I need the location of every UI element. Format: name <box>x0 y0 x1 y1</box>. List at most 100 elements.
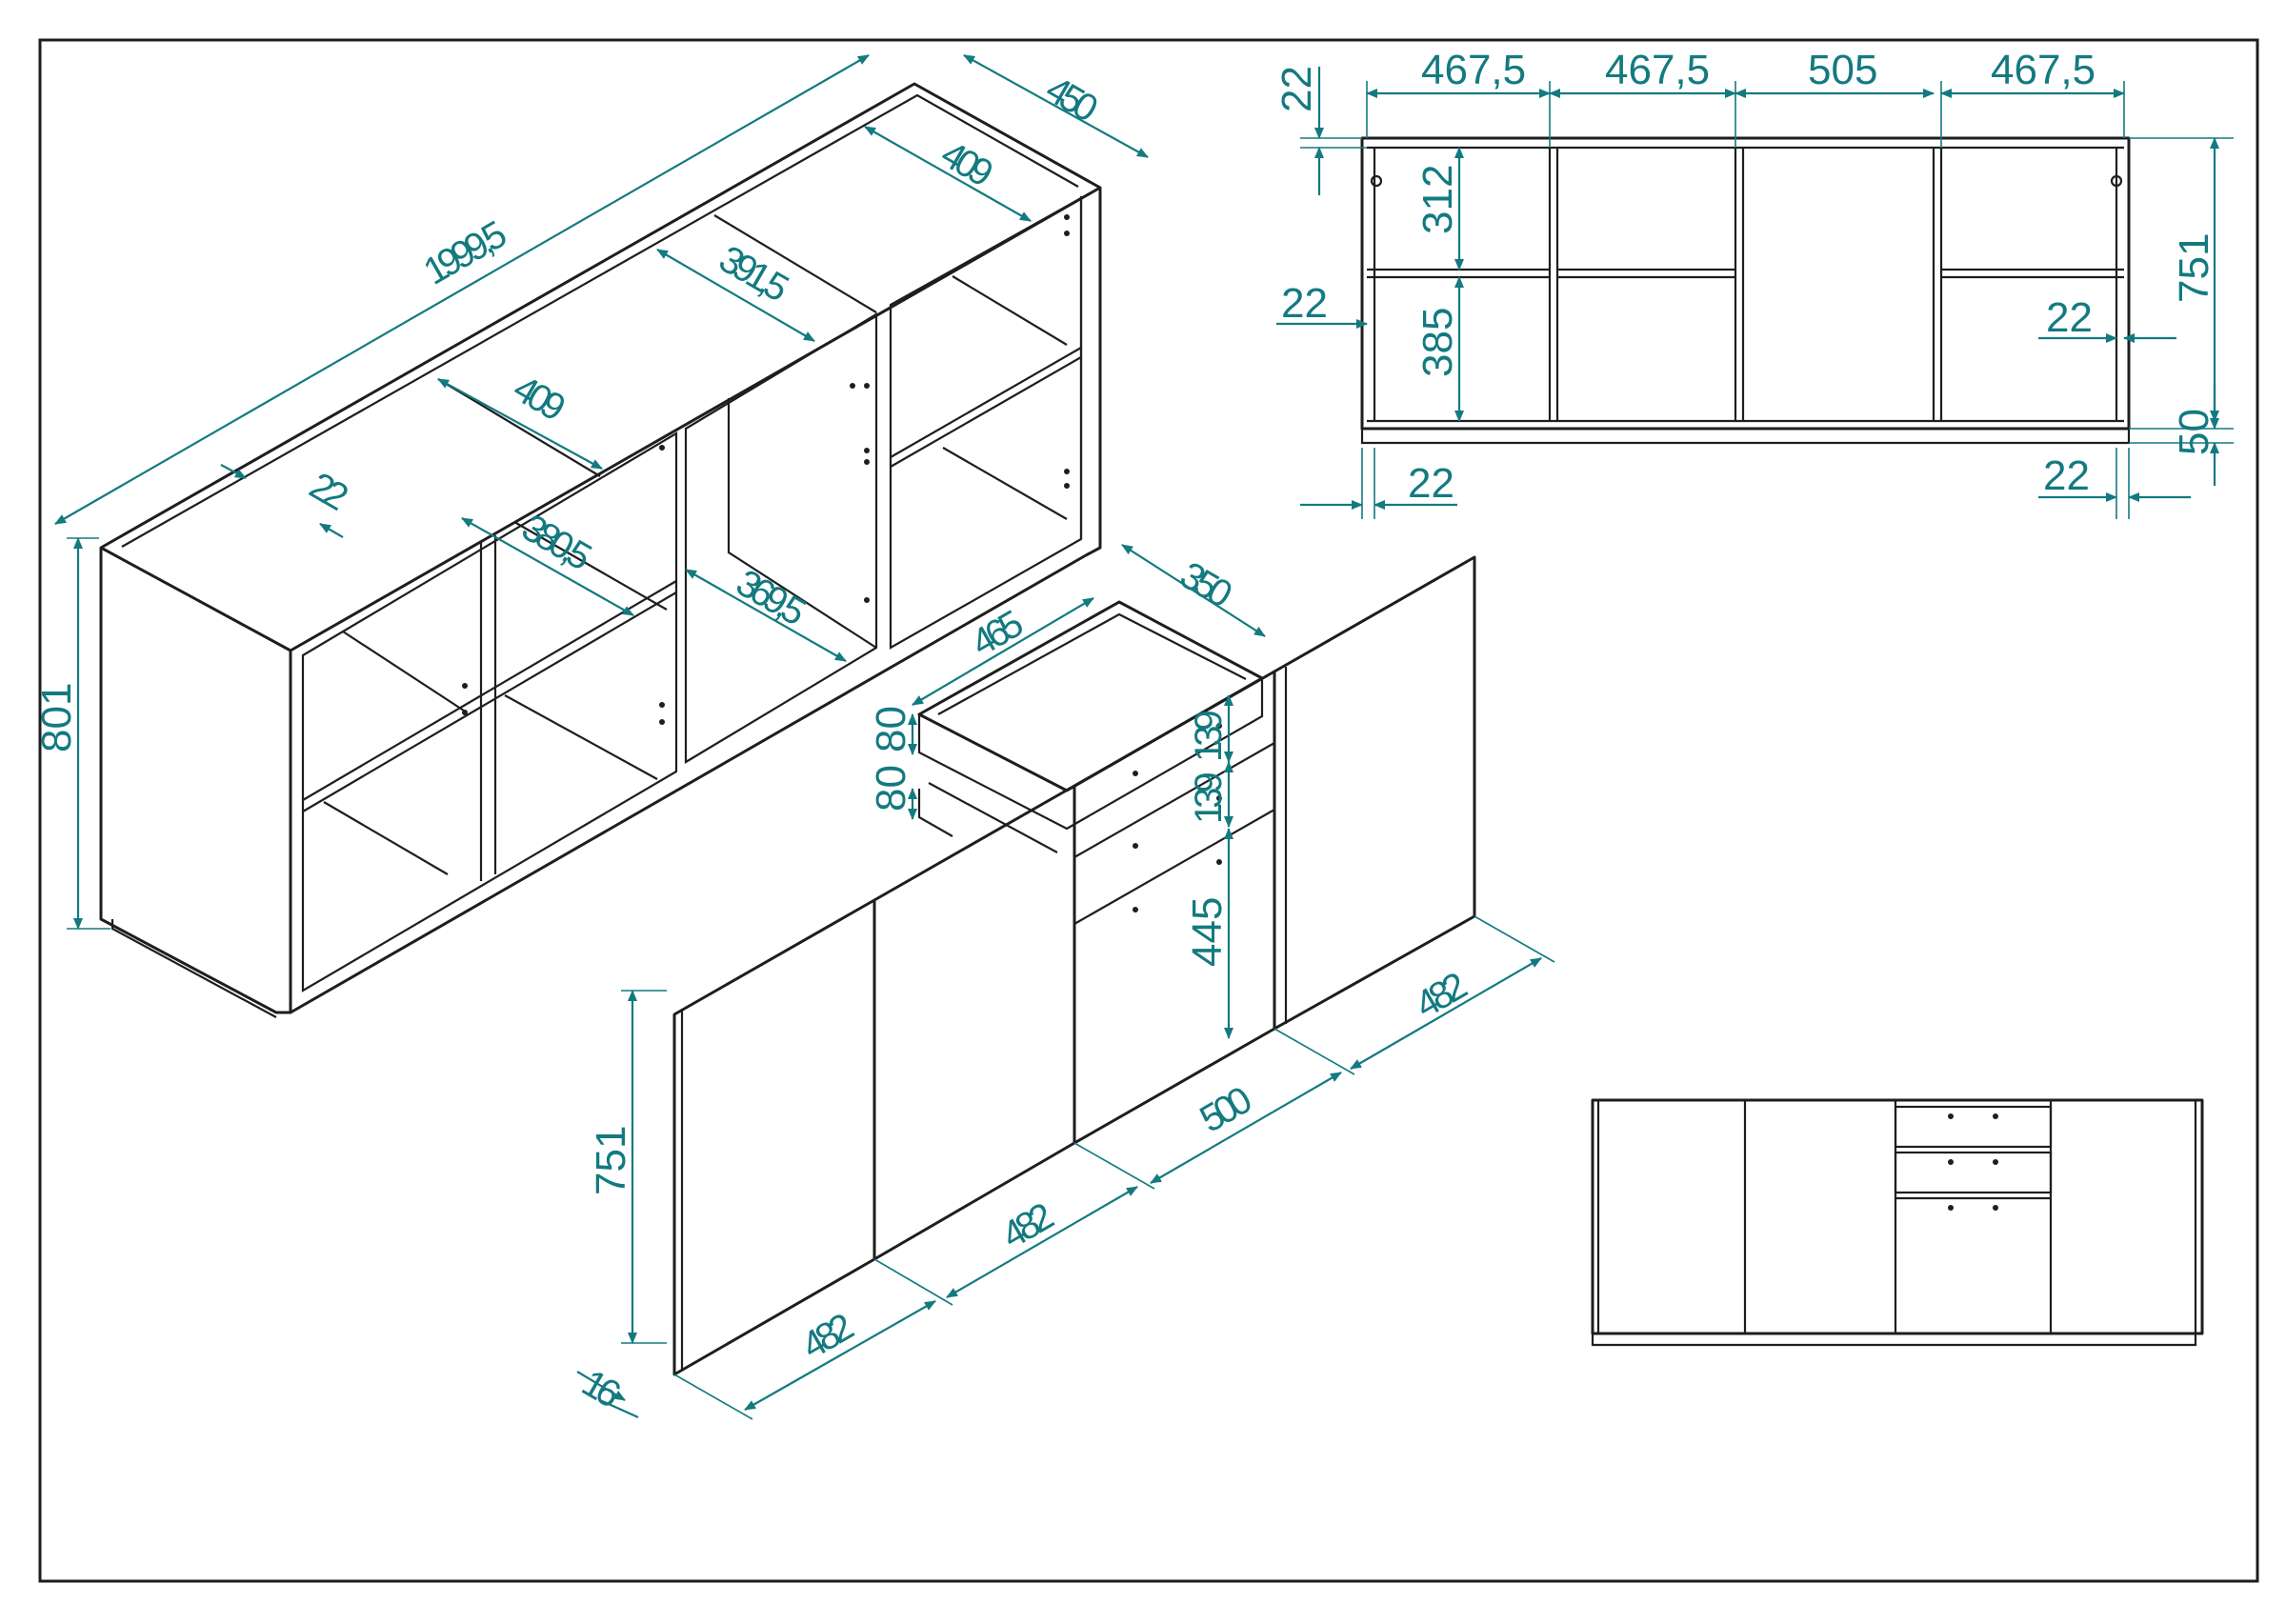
elevation-knob <box>1993 1159 1998 1165</box>
knob-dot <box>1216 795 1222 801</box>
elevation-outline <box>1591 1098 2204 1335</box>
dim-line-panel-thickness <box>220 464 247 479</box>
door-left <box>672 898 876 1376</box>
front-view-divider-1 <box>1548 148 1559 421</box>
hardware-dot <box>659 445 665 451</box>
right-cabinet-back-2 <box>942 447 1068 520</box>
dim-line-drawer-front <box>1150 1072 1342 1184</box>
dim-height: 801 <box>33 683 80 752</box>
carcass-left-side <box>99 548 292 1014</box>
isometric-carcass <box>99 82 1102 1018</box>
dim-drawer-front-width: 500 <box>1193 1079 1258 1141</box>
ext-line-drawer-front <box>1273 1028 1355 1075</box>
dim-drawer-height-bottom: 80 <box>868 765 914 812</box>
elevation-knob <box>1993 1113 1998 1119</box>
left-cabinet-frame <box>301 431 678 992</box>
dim-line-panel-thickness-out <box>319 523 344 538</box>
hardware-dot <box>1064 483 1070 489</box>
hardware-dot <box>462 683 468 689</box>
carcass-right-front-edge <box>1085 188 1102 557</box>
dim-depth: 450 <box>1039 69 1104 130</box>
knob-dot <box>1133 843 1138 849</box>
dim-upper-compartment: 312 <box>1414 165 1461 234</box>
dim-lower-compartment: 385 <box>1414 308 1461 377</box>
front-view-plinth <box>1360 429 2131 445</box>
left-cabinet-shelf-back-1 <box>323 801 449 875</box>
dim-col-1: 467,5 <box>1421 47 1526 93</box>
hardware-dot <box>659 719 665 725</box>
dim-col-2: 467,5 <box>1605 47 1710 93</box>
dim-door-width-right: 482 <box>1409 965 1474 1027</box>
left-cabinet-back-line-1 <box>342 631 468 713</box>
hardware-dot <box>1064 231 1070 236</box>
hardware-dot <box>850 383 855 389</box>
dim-col-4: 467,5 <box>1991 47 2096 93</box>
hardware-dot <box>864 448 870 453</box>
dim-side-left: 22 <box>1408 460 1454 507</box>
elevation-knob <box>1948 1113 1954 1119</box>
dim-compartment-right: 391,5 <box>712 238 795 311</box>
knob-dot <box>1216 859 1222 865</box>
dim-compartment-middle: 369,5 <box>730 562 812 634</box>
ext-line-left-door <box>673 1258 953 1420</box>
front-view-dimensions: 467,5 467,5 505 467,5 22 312 385 22 22 7… <box>1273 47 2234 519</box>
ext-columns <box>1366 81 2125 148</box>
dim-line-drawer-width <box>912 597 1094 706</box>
dim-line-total-width <box>54 54 870 525</box>
dim-line-inner-depth <box>864 126 1032 222</box>
elevation-knob <box>1993 1205 1998 1211</box>
right-cabinet-frame <box>889 196 1083 650</box>
dim-side-right: 22 <box>2043 452 2090 499</box>
dim-line-compartment-middle <box>685 569 847 662</box>
front-elevation-doors <box>1591 1098 2204 1347</box>
elevation-knob <box>1948 1205 1954 1211</box>
dim-col-3: 505 <box>1808 47 1877 93</box>
ext-top-thickness <box>1300 137 1367 149</box>
dim-compartment-depth-left: 409 <box>507 368 572 430</box>
drawer-split-1 <box>1073 742 1275 858</box>
dim-line-door-center <box>946 1186 1138 1298</box>
ext-line-center-door <box>1073 1142 1155 1190</box>
left-cabinet-shelf <box>302 580 677 812</box>
dim-drawer-height-top: 80 <box>868 706 914 752</box>
hardware-dot <box>462 710 468 715</box>
knob-dot <box>1133 771 1138 776</box>
elevation-drawer-top <box>1894 1105 2053 1149</box>
dim-line-compartment-right <box>656 249 815 342</box>
hardware-dot <box>1064 469 1070 474</box>
carcass-plinth-left <box>110 919 277 1018</box>
hardware-dot <box>864 597 870 603</box>
dim-door-width-center: 482 <box>995 1195 1060 1257</box>
door-center <box>873 784 1076 1261</box>
dim-line-depth <box>963 54 1149 158</box>
hardware-dot <box>659 702 665 708</box>
dim-door-height: 751 <box>588 1126 634 1195</box>
hardware-dot <box>864 383 870 389</box>
ext-line-right-door <box>1474 915 1555 963</box>
isometric-doors <box>672 555 1476 1376</box>
front-view-shelf-2 <box>1557 268 1735 279</box>
middle-compartment-frame <box>684 312 878 764</box>
front-view-shelf-3 <box>1941 268 2124 279</box>
dim-front-height-bottom: 445 <box>1184 897 1231 967</box>
dim-side-inset: 22 <box>2046 294 2093 341</box>
dim-plinth: 50 <box>2171 409 2217 455</box>
dim-line-door-thickness <box>576 1371 626 1401</box>
knob-dot <box>1216 723 1222 729</box>
door-right <box>1273 555 1476 1031</box>
door-left-edge <box>672 1010 684 1374</box>
dim-inner-depth: 409 <box>934 133 999 195</box>
dim-line-compartment-left <box>461 517 634 616</box>
elevation-drawer-middle <box>1894 1151 2053 1194</box>
left-cabinet-shelf-back-2 <box>504 694 658 780</box>
right-cabinet-back-1 <box>952 275 1068 346</box>
hardware-dot <box>1064 214 1070 220</box>
elevation-plinth <box>1591 1333 2197 1347</box>
elevation-knob <box>1948 1159 1954 1165</box>
drawer-box-top-front <box>917 678 1264 831</box>
front-view-hole <box>2110 174 2123 188</box>
front-view-divider-2 <box>1734 148 1745 421</box>
dim-line-door-right <box>1350 957 1542 1070</box>
ext-side-right <box>2116 448 2130 519</box>
